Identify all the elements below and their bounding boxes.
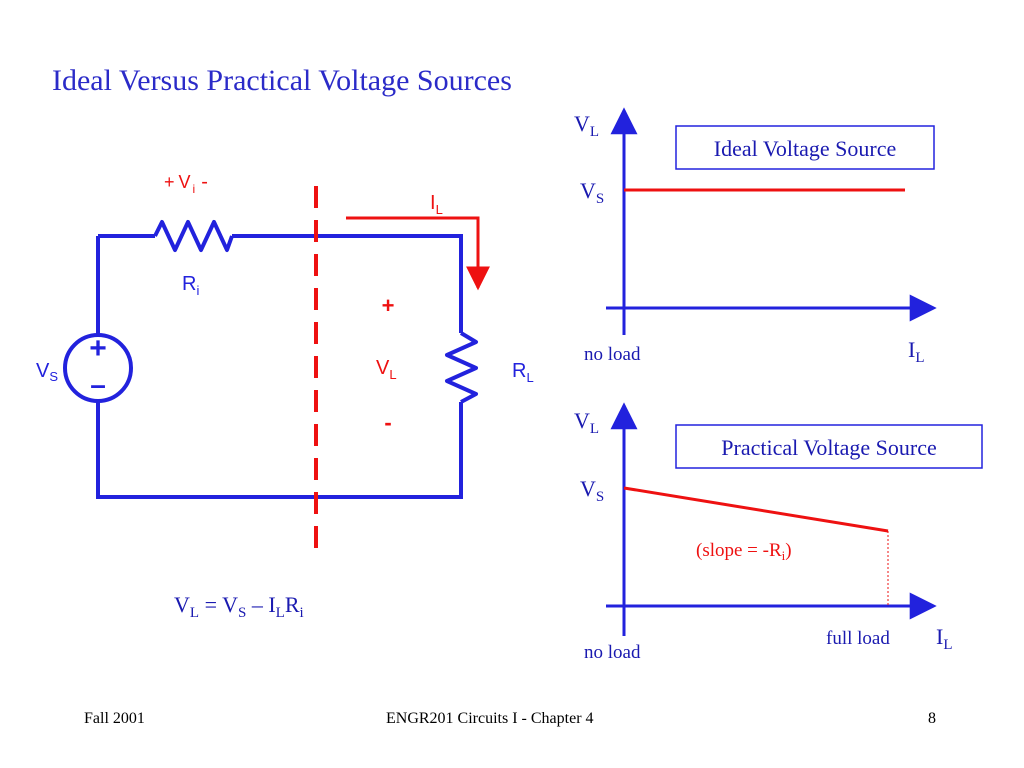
ideal-source-graph: Ideal Voltage Source VL VS no load IL <box>574 107 937 366</box>
equation-term: – I <box>246 592 275 617</box>
ideal-y-axis-label: VL <box>574 111 599 140</box>
source-minus-sign: – <box>90 369 106 400</box>
footer-course: ENGR201 Circuits I - Chapter 4 <box>386 710 594 727</box>
ideal-label-text: Ideal Voltage Source <box>714 136 896 161</box>
footer-page-number: 8 <box>928 710 936 727</box>
vl-minus-label: - <box>384 410 391 435</box>
footer-date: Fall 2001 <box>84 710 145 727</box>
practical-x-axis-label: IL <box>936 624 953 653</box>
slide-title: Ideal Versus Practical Voltage Sources <box>52 64 512 97</box>
equation-term: V <box>174 592 190 617</box>
equation-subscript: i <box>300 605 304 621</box>
equation-subscript: L <box>276 605 285 621</box>
practical-vl-line <box>623 486 889 533</box>
ideal-vs-label: VS <box>580 178 604 207</box>
practical-vs-label: VS <box>580 476 604 505</box>
ideal-no-load-label: no load <box>584 344 641 365</box>
slope-label: (slope = -Ri) <box>696 540 792 563</box>
practical-no-load-label: no load <box>584 642 641 663</box>
equation-term: = V <box>199 592 238 617</box>
ri-label: Ri <box>182 273 199 298</box>
circuit-wires <box>96 234 463 499</box>
practical-label-box <box>675 424 983 469</box>
rl-label: RL <box>512 360 534 385</box>
vl-label: VL <box>376 357 397 382</box>
practical-source-graph: Practical Voltage Source VL VS (slope = … <box>574 402 983 663</box>
current-arrow-il <box>346 216 490 291</box>
vl-plus-label: + <box>382 293 395 318</box>
equation-subscript: L <box>190 605 199 621</box>
kvl-equation: VL = VS – ILRi <box>174 592 304 621</box>
resistor-ri <box>153 220 234 252</box>
ideal-label-box <box>675 125 935 170</box>
full-load-label: full load <box>826 628 890 649</box>
vs-label: VS <box>36 360 58 384</box>
voltage-source-symbol <box>63 333 133 403</box>
resistor-rl <box>445 331 478 404</box>
practical-y-axis-label: VL <box>574 408 599 437</box>
practical-label-text: Practical Voltage Source <box>721 435 936 460</box>
equation-subscript: S <box>238 605 246 621</box>
ideal-x-axis-label: IL <box>908 337 925 366</box>
source-plus-sign: + <box>89 332 107 365</box>
equation-term: R <box>285 592 300 617</box>
il-label: IL <box>430 192 443 217</box>
